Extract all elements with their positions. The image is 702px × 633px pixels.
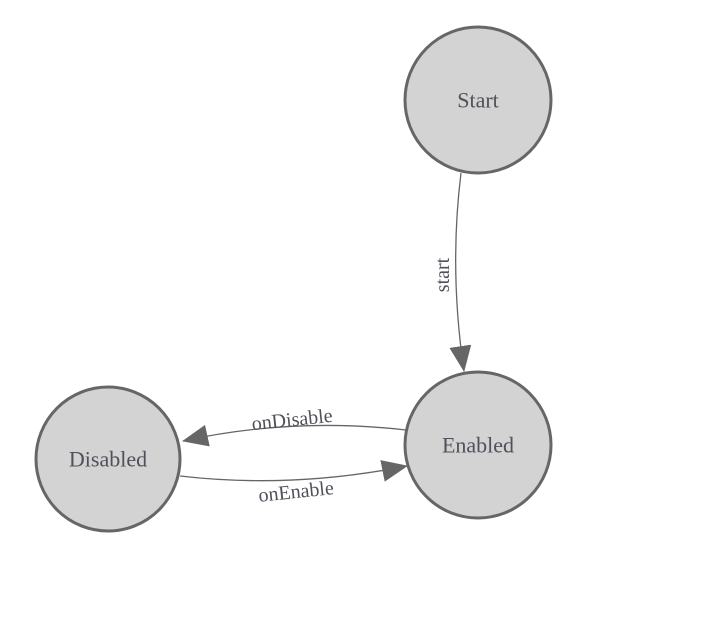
state-node-enabled-circle xyxy=(403,370,553,520)
edge-label-ondisable: onDisable xyxy=(251,405,334,435)
state-node-disabled: Disabled xyxy=(34,385,182,533)
state-node-start-circle xyxy=(403,25,553,175)
edge-disabled-to-enabled xyxy=(179,460,408,482)
state-node-disabled-circle xyxy=(34,385,182,533)
state-node-disabled-label: Disabled xyxy=(69,447,147,472)
edge-start-to-enabled xyxy=(449,172,472,372)
state-node-enabled-label: Enabled xyxy=(442,433,514,458)
state-node-enabled: Enabled xyxy=(403,370,553,520)
state-node-start: Start xyxy=(403,25,553,175)
state-node-start-label: Start xyxy=(457,88,499,113)
edge-label-start: start xyxy=(432,257,454,292)
edge-label-onenable: onEnable xyxy=(257,477,335,507)
edge-enabled-to-disabled xyxy=(182,424,407,447)
